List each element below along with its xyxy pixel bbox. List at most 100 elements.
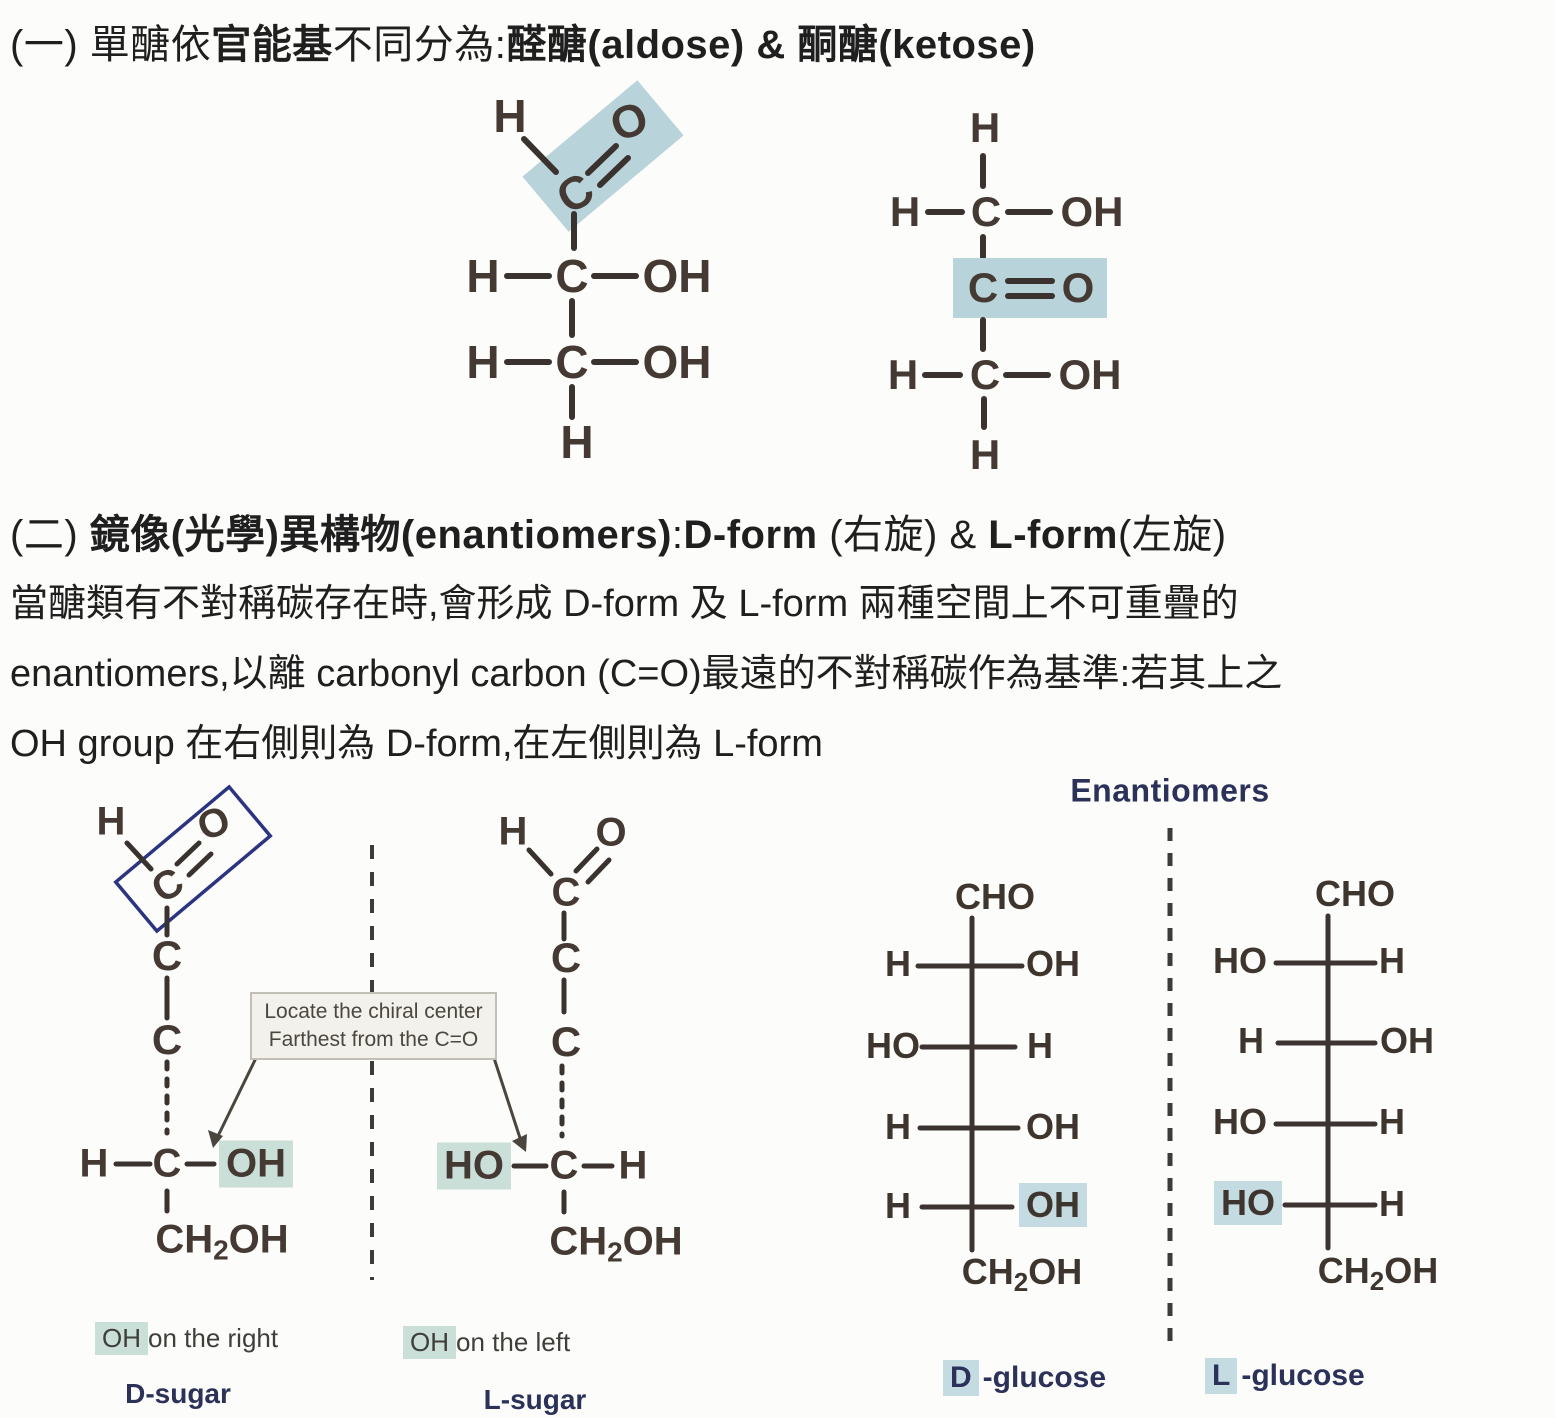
lglucose-r4-ho-highlighted: HO <box>1214 1181 1282 1225</box>
ketose-row2-c: C <box>969 351 1001 398</box>
dsugar-c2: C <box>151 932 183 979</box>
ketose-row2-h: H <box>887 351 919 398</box>
lsugar-chiral-ho-highlighted: HO <box>437 1142 511 1190</box>
caption-oh-chip: OH <box>403 1326 456 1359</box>
formula-oh: OH <box>1028 1251 1083 1292</box>
lglucose-r4-right: H <box>1379 1183 1405 1224</box>
lsugar-label: L-sugar <box>483 1384 587 1415</box>
formula-subscript: 2 <box>213 1234 229 1266</box>
formula-subscript: 2 <box>607 1236 623 1268</box>
aldose-row2-oh: OH <box>642 336 712 388</box>
lglucose-r2-right: OH <box>1380 1020 1434 1061</box>
dglucose-r2-right: H <box>1027 1025 1053 1066</box>
lglucose-r1-right: H <box>1379 940 1405 981</box>
lglucose-letter-chip: L <box>1205 1358 1238 1394</box>
caption-text: on the right <box>148 1323 279 1353</box>
aldose-bottom-h: H <box>560 416 594 468</box>
ketose-row2-oh: OH <box>1058 351 1122 398</box>
lsugar-c2: C <box>550 934 582 981</box>
lglucose-cho: CHO <box>1315 873 1395 914</box>
dsugar-chiral-oh-highlighted: OH <box>219 1140 293 1188</box>
formula-oh: OH <box>622 1219 683 1264</box>
heading-segment: 官能基 <box>211 23 333 67</box>
dglucose-label-text: -glucose <box>982 1361 1107 1394</box>
formula-ch: CH <box>961 1251 1014 1292</box>
formula-oh: OH <box>1384 1250 1439 1291</box>
lsugar-carbonyl-c: C <box>551 870 581 915</box>
lsugar-caption: OH on the left <box>403 1326 570 1359</box>
dsugar-label: D-sugar <box>125 1378 231 1409</box>
annotation-line: Locate the chiral center <box>264 999 483 1023</box>
formula-ch: CH <box>1317 1250 1370 1291</box>
chiral-cho-outline-box <box>113 784 273 934</box>
dglucose-r2-left: HO <box>866 1025 920 1066</box>
lsugar-c3: C <box>550 1018 582 1065</box>
paragraph-line: 當醣類有不對稱碳存在時,會形成 D-form 及 L-form 兩種空間上不可重… <box>10 583 1239 625</box>
heading-enantiomers: (二) 鏡像(光學)異構物(enantiomers):D-form (右旋) &… <box>10 502 1227 560</box>
paragraph-line: enantiomers,以離 carbonyl carbon (C=O)最遠的不… <box>10 653 1283 695</box>
lglucose-r3-right: H <box>1379 1101 1405 1142</box>
heading-segment: : <box>671 513 684 557</box>
heading-segment: (二) <box>10 513 90 557</box>
aldose-row2-h: H <box>466 336 500 388</box>
heading-segment: 不同分為: <box>332 23 507 67</box>
aldose-top-h: H <box>493 90 527 142</box>
enantiomers-title: Enantiomers <box>1070 772 1270 809</box>
heading-segment: L-form <box>988 513 1118 557</box>
ketose-carbonyl-o: O <box>1061 264 1095 311</box>
aldose-row1-oh: OH <box>642 250 712 302</box>
lglucose-r2-left: H <box>1238 1020 1264 1061</box>
heading-aldose-ketose: (一) 單醣依官能基不同分為:醛醣(aldose) & 酮醣(ketose) <box>10 12 1036 70</box>
lsugar-chiral-c: C <box>549 1143 579 1188</box>
heading-segment: (左旋) <box>1117 513 1227 557</box>
lsugar-chiral-h: H <box>618 1143 648 1188</box>
formula-oh: OH <box>228 1217 289 1262</box>
dsugar-chiral-h: H <box>79 1141 109 1186</box>
formula-ch: CH <box>549 1219 608 1264</box>
dsugar-c3: C <box>151 1016 183 1063</box>
ketose-top-h: H <box>969 104 1001 151</box>
aldose-row2-c: C <box>555 336 589 388</box>
dglucose-label: D-glucose <box>943 1360 1106 1396</box>
dglucose-r1-left: H <box>885 943 911 984</box>
ketose-row1-c: C <box>970 188 1002 235</box>
ketose-carbonyl-c: C <box>967 264 999 311</box>
dglucose-r4-oh-highlighted: OH <box>1019 1183 1087 1227</box>
ketone-highlight-box <box>953 258 1107 318</box>
lglucose-r1-left: HO <box>1213 940 1267 981</box>
dglucose-r3-left: H <box>885 1106 911 1147</box>
dglucose-r4-left: H <box>885 1185 911 1226</box>
aldose-row1-c: C <box>555 250 589 302</box>
dglucose-r1-right: OH <box>1026 943 1080 984</box>
formula-subscript: 2 <box>1369 1266 1385 1296</box>
lsugar-carbonyl-o: O <box>595 810 627 855</box>
aldose-row1-h: H <box>466 250 500 302</box>
ketose-row1-h: H <box>889 188 921 235</box>
annotation-line: Farthest from the C=O <box>268 1028 479 1051</box>
formula-subscript: 2 <box>1013 1267 1029 1297</box>
dsugar-top-h: H <box>96 799 126 844</box>
lglucose-label: L-glucose <box>1205 1358 1365 1394</box>
ketose-bottom-h: H <box>969 431 1001 478</box>
formula-ch: CH <box>155 1217 214 1262</box>
heading-segment: 鏡像(光學)異構物(enantiomers) <box>89 513 672 557</box>
lsugar-top-h: H <box>498 809 528 854</box>
chiral-center-annotation: Locate the chiral center Farthest from t… <box>250 992 497 1060</box>
dsugar-caption: OH on the right <box>95 1322 278 1355</box>
lglucose-label-text: -glucose <box>1241 1359 1365 1392</box>
dglucose-r3-right: OH <box>1026 1106 1080 1147</box>
caption-oh-chip: OH <box>95 1322 148 1355</box>
dsugar-chiral-c: C <box>152 1141 182 1186</box>
ketose-row1-oh: OH <box>1060 188 1124 235</box>
heading-segment: (右旋) & <box>817 513 989 557</box>
dglucose-cho: CHO <box>955 876 1035 917</box>
lglucose-r3-left: HO <box>1213 1101 1267 1142</box>
paragraph-line: OH group 在右側則為 D-form,在左側則為 L-form <box>10 723 823 765</box>
dglucose-letter-chip: D <box>943 1360 979 1396</box>
